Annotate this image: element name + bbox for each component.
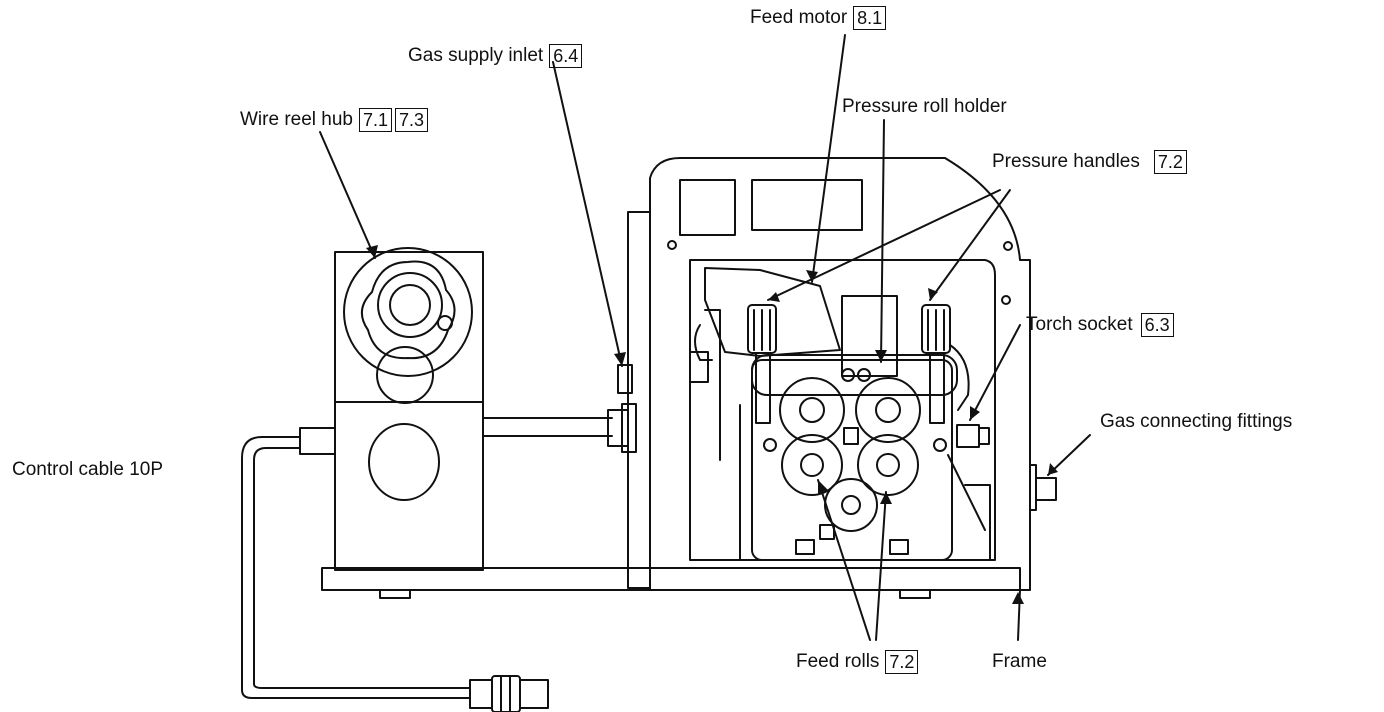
gas-connecting-fitting xyxy=(1035,477,1057,501)
control-cable xyxy=(241,436,471,699)
drive-compartment xyxy=(689,259,996,561)
ref-box: 8.1 xyxy=(853,6,887,30)
label-torch-socket: Torch socket 6.3 xyxy=(1026,313,1174,337)
gear-box xyxy=(751,359,953,561)
main-panel xyxy=(649,157,1031,591)
label-text: Frame xyxy=(992,651,1047,672)
feed-roll-left xyxy=(781,434,843,496)
label-frame: Frame xyxy=(992,650,1047,674)
leader-pressure-roll-holder xyxy=(880,119,885,363)
leader-gas-fittings xyxy=(1047,434,1091,476)
label-text: Feed rolls xyxy=(796,651,880,672)
label-text: Feed motor xyxy=(750,7,848,28)
feed-roll-right xyxy=(857,434,919,496)
ref-box: 6.4 xyxy=(549,44,583,68)
front-panel xyxy=(627,211,651,589)
leader-wire-reel xyxy=(319,131,376,259)
reel-cover-round xyxy=(368,423,440,501)
gas-inlet-fitting xyxy=(617,364,633,394)
ref-box: 7.2 xyxy=(1153,150,1187,174)
pressure-roll-right xyxy=(855,377,921,443)
label-feed-motor: Feed motor 8.1 xyxy=(750,6,887,30)
base-plate xyxy=(321,567,1021,591)
label-pressure-roll-holder: Pressure roll holder xyxy=(842,95,1007,119)
pressure-roll-holder xyxy=(841,295,898,377)
label-text: Torch socket xyxy=(1026,314,1133,335)
ref-box: 7.2 xyxy=(885,650,919,674)
label-text: Pressure roll holder xyxy=(842,96,1007,117)
label-text: Gas connecting fittings xyxy=(1100,411,1293,432)
label-text: Wire reel hub xyxy=(240,109,353,130)
leader-pressure-handles-b xyxy=(929,189,1011,301)
drive-gear xyxy=(824,478,878,532)
leader-pressure-handles-a xyxy=(767,189,1001,301)
cable-connector xyxy=(469,679,493,709)
ref-box: 7.1 xyxy=(359,108,393,132)
label-text: Control cable 10P xyxy=(12,459,164,480)
label-feed-rolls: Feed rolls 7.2 xyxy=(796,650,919,674)
pressure-roll-left xyxy=(779,377,845,443)
label-gas-supply-inlet: Gas supply inlet 6.4 xyxy=(408,44,583,68)
leader-feed-rolls-b xyxy=(875,491,887,641)
ref-box: 6.3 xyxy=(1140,313,1174,337)
label-pressure-handles: Pressure handles 7.2 xyxy=(992,150,1187,174)
label-gas-connecting-fittings: Gas connecting fittings xyxy=(1100,410,1292,434)
ref-box: 7.3 xyxy=(395,108,429,132)
label-text: Pressure handles xyxy=(992,151,1140,172)
label-text: Gas supply inlet xyxy=(408,45,544,66)
torch-socket xyxy=(956,424,980,448)
wire-reel-hub xyxy=(343,247,473,377)
leader-feed-motor xyxy=(811,34,846,283)
leader-feed-rolls-a xyxy=(817,479,871,641)
label-control-cable: Control cable 10P xyxy=(12,458,163,482)
wire-reel-housing xyxy=(334,251,484,571)
leader-torch-socket xyxy=(969,324,1021,421)
leader-gas-inlet xyxy=(552,61,623,367)
label-wire-reel-hub: Wire reel hub 7.1 7.3 xyxy=(240,108,429,132)
feed-motor xyxy=(704,267,841,357)
